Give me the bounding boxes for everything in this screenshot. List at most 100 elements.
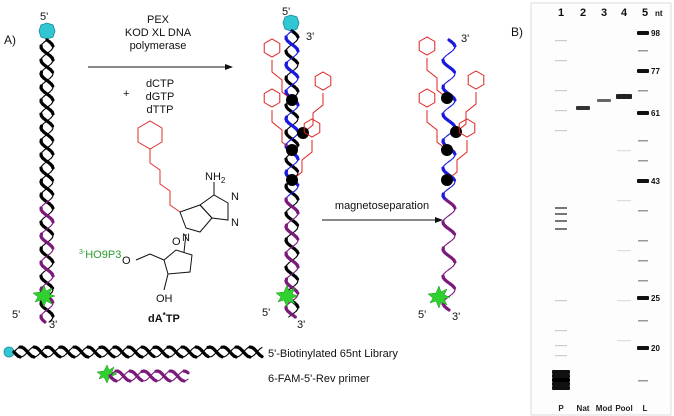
reaction-conditions: PEX KOD XL DNA polymerase + dCTP dGTP dT… (123, 14, 192, 116)
template-strand-1: 5' 5' 3' (12, 11, 57, 331)
legend-primer-helix (108, 369, 190, 383)
lane1-smear (555, 60, 567, 62)
linker-chain (291, 140, 313, 181)
five-prime-label-primer-2: 5' (262, 307, 270, 319)
ladder-band (637, 296, 649, 300)
magnetoseparation-label: magnetoseparation (335, 200, 429, 212)
single-strand-helix (418, 36, 485, 312)
ladder-band (637, 346, 649, 350)
ladder-size-25: 25 (651, 294, 660, 303)
biotin-icon (38, 22, 56, 40)
nat-band (576, 106, 590, 110)
n-label-1: N (231, 191, 239, 203)
modification-dot (297, 127, 309, 139)
modification-2 (297, 71, 332, 139)
dntp-2: dGTP (146, 91, 175, 103)
reaction-line-1: PEX (147, 14, 170, 26)
n-label-2: N (231, 217, 239, 229)
legend: 5'-Biotinylated 65nt Library 6-FAM-5'-Re… (3, 345, 398, 385)
ladder-faint-band (638, 160, 648, 162)
lane-label-mod: Mod (596, 404, 613, 413)
pool-smear (617, 340, 631, 342)
ladder-faint-band (638, 240, 648, 242)
lane1-faint-band (555, 213, 567, 215)
modification-4 (286, 118, 321, 186)
extended-duplex: 5' 3' 5' 3' (262, 6, 332, 331)
eluted-strand: 3' 5' 3' (418, 33, 485, 323)
linker-chain (455, 92, 477, 133)
eluted-modification-3 (418, 88, 453, 156)
primer-band (552, 378, 570, 382)
panel-b-label: B) (511, 25, 523, 39)
pool-band (616, 94, 632, 99)
five-prime-label-2: 5' (282, 6, 290, 18)
fam-star-icon-3 (427, 285, 451, 309)
lane1-faint-band (555, 207, 567, 209)
dntp-1: dCTP (146, 78, 174, 90)
legend-library-label: 5'-Biotinylated 65nt Library (268, 348, 398, 360)
ladder-faint-band (638, 140, 648, 142)
legend-primer-label: 6-FAM-5'-Rev primer (268, 373, 370, 385)
ladder-band (637, 111, 649, 115)
legend-library-helix (12, 345, 264, 359)
ladder-faint-band (638, 210, 648, 212)
template-helix (39, 38, 55, 324)
pool-smear (617, 300, 631, 302)
three-prime-label-5: 3' (452, 311, 460, 323)
lane-label-l: L (643, 404, 648, 413)
lane-label-nat: Nat (577, 404, 590, 413)
lane1-smear (555, 90, 567, 92)
ladder-band (637, 69, 649, 73)
modification-1 (263, 38, 298, 106)
ladder-size-98: 98 (651, 29, 660, 38)
lane1-smear (555, 300, 567, 302)
lane1-smear (555, 345, 567, 347)
dA-star-TP-structure: NH2 N N N O O OH 3-HO9P3 dA*TP (79, 120, 239, 325)
ladder-faint-band (638, 380, 648, 382)
ladder-size-20: 20 (651, 344, 660, 353)
compound-name: dA*TP (148, 311, 180, 325)
primer-band (552, 374, 570, 378)
fam-star-icon (32, 284, 56, 308)
ladder-band (637, 31, 649, 35)
lane1-smear (555, 330, 567, 332)
lane1-smear (555, 355, 567, 357)
three-prime-label-4: 3' (461, 33, 469, 45)
ladder-faint-band (638, 320, 648, 322)
phenyl-ring (263, 38, 281, 58)
linker-chain (302, 93, 324, 134)
fam-star-icon-2 (275, 284, 299, 308)
ladder-faint-band (638, 90, 648, 92)
reaction-plus: + (123, 88, 129, 100)
three-prime-label-2: 3' (306, 31, 314, 43)
reaction-line-2: KOD XL DNA (125, 27, 192, 39)
eluted-modification-2 (450, 70, 485, 138)
ladder-faint-band (638, 280, 648, 282)
ladder-size-77: 77 (651, 67, 660, 76)
lane1-smear (555, 40, 567, 42)
ladder-size-61: 61 (651, 109, 660, 118)
amine-label: NH2 (205, 171, 226, 185)
linker-chain (271, 110, 293, 151)
lane-number-1: 1 (558, 7, 564, 19)
lane1-smear (555, 110, 567, 112)
pool-smear (617, 150, 631, 152)
hydroxyl-label: OH (156, 293, 173, 305)
primer-band (552, 386, 570, 390)
ladder-faint-band (638, 260, 648, 262)
lane-number-3: 3 (601, 7, 607, 19)
mod-band (597, 99, 611, 102)
lane-number-4: 4 (621, 7, 628, 19)
reaction-line-3: polymerase (130, 40, 187, 52)
linker-chain (426, 58, 448, 99)
modification-dot (441, 174, 453, 186)
primer-band (552, 370, 570, 374)
lane1-faint-band (555, 228, 567, 230)
lane-label-pool: Pool (615, 404, 632, 413)
modification-dot (441, 92, 453, 104)
unit-label: nt (655, 9, 663, 18)
lane-number-5: 5 (642, 7, 648, 19)
five-prime-label-primer-1: 5' (12, 309, 20, 321)
modification-dot (286, 174, 298, 186)
